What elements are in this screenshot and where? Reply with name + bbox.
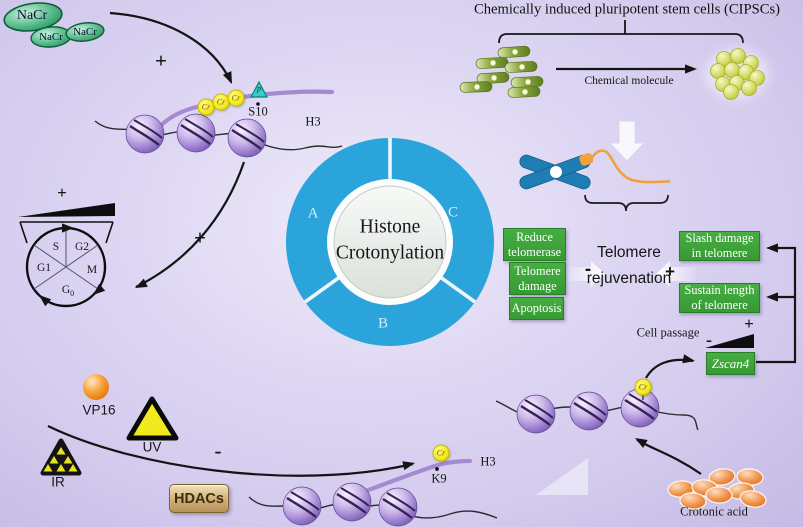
nacr-molecules — [3, 2, 105, 48]
ring-title-line2: Crotonylation — [335, 243, 445, 264]
inhibitor-icons — [40, 374, 179, 476]
phase-g0-label: G0 — [62, 284, 74, 298]
cell-passage-label: Cell passage — [636, 325, 700, 340]
ring-inner-disc — [333, 185, 447, 299]
phospho-label: P — [256, 85, 262, 95]
box-sustain-length: Sustain length of telomere — [679, 283, 760, 313]
cr-mark-3: Cr — [227, 89, 245, 107]
plus-sign-nacr: + — [155, 48, 167, 73]
s10-site-dot — [256, 102, 260, 106]
down-arrow — [608, 120, 646, 162]
nacr-label-small-2: NaCr — [73, 26, 97, 38]
arrow-cr-to-zscan4 — [645, 358, 694, 379]
cr-mark-k9: Cr — [432, 444, 450, 462]
box-zscan4: Zscan4 — [706, 352, 755, 375]
cipsc-bracket — [498, 20, 744, 44]
nacr-oval-small-2 — [65, 22, 105, 42]
h3-label-top: H3 — [305, 114, 321, 129]
cipsc-title: Chemically induced pluripotent stem cell… — [473, 1, 781, 18]
k9-site-dot — [435, 467, 439, 471]
cycle-spokes — [33, 228, 99, 290]
passage-plus-sign: + — [744, 314, 754, 333]
telomere-plus-sign: + — [665, 262, 675, 281]
ring-section-b-label: B — [377, 315, 389, 332]
ring-section-a-label: A — [307, 205, 319, 222]
uv-triangle-icon — [126, 396, 179, 441]
plus-sign-wedge-left: + — [57, 183, 67, 202]
ring-title: Histone Crotonylation — [336, 215, 444, 268]
zscan4-feedback-lines — [756, 246, 797, 364]
g0-base: G — [61, 283, 71, 296]
g0-subscript: 0 — [70, 289, 75, 299]
chemical-molecule-label: Chemical molecule — [584, 75, 674, 87]
cycle-bracket — [19, 221, 114, 244]
telomere-line2: rejuvenation — [586, 270, 672, 287]
passage-minus-sign: - — [706, 329, 712, 350]
crotonic-acid-label: Crotonic acid — [680, 504, 748, 519]
vp16-label: VP16 — [82, 402, 116, 418]
background-triangle-shape — [536, 458, 588, 495]
phase-s-label: S — [52, 241, 60, 253]
crotonic-acid-cells — [666, 466, 768, 511]
cipsc-panel — [459, 20, 769, 100]
phase-g1-label: G1 — [36, 262, 52, 274]
phospho-triangle — [250, 80, 268, 98]
cell-cycle-diagram — [18, 203, 115, 308]
box-slash-damage: Slash damage in telomere — [679, 231, 760, 261]
arrow-histone-to-cell-cycle — [135, 161, 246, 288]
telomere-minus-sign: - — [584, 259, 592, 280]
arrow-inhibitors-to-k9 — [47, 425, 414, 477]
central-ring — [286, 138, 494, 346]
telomere-rejuvenation-label: Telomere rejuvenation — [587, 240, 671, 292]
telomere-line1: Telomere — [597, 244, 661, 261]
h3-tail — [349, 458, 473, 499]
ir-hazard-pattern — [43, 447, 78, 472]
increase-wedge-left — [18, 203, 115, 217]
vp16-sphere — [83, 374, 109, 400]
telomere-strand — [587, 149, 671, 184]
phase-m-label: M — [86, 264, 98, 276]
cr-mark-zscan4: Cr — [634, 378, 652, 396]
minus-effect-arrow — [566, 261, 605, 287]
plus-sign-cell-cycle: + — [194, 225, 206, 250]
ir-label: IR — [51, 474, 65, 490]
nacr-label-large: NaCr — [16, 8, 48, 23]
nacr-label-small-1: NaCr — [39, 31, 63, 43]
arrow-crotonic-to-nucleosome — [636, 439, 702, 475]
fibroblast-cells — [459, 45, 544, 99]
chromosome-figure — [519, 149, 671, 212]
ring-title-line1: Histone — [359, 216, 421, 238]
box-telomere-damage: Telomere damage — [509, 262, 566, 295]
phase-g2-label: G2 — [74, 241, 90, 253]
centromere — [550, 166, 562, 178]
chromatin-bottom-right — [495, 387, 699, 435]
box-reduce-telomerase: Reduce telomerase — [503, 228, 566, 261]
uv-label: UV — [142, 439, 162, 455]
chromatin-bottom-center — [248, 458, 498, 527]
arrow-nacr-to-histone — [109, 11, 232, 83]
minus-sign-hdacs: - — [214, 438, 222, 463]
ir-triangle-icon — [40, 438, 82, 476]
box-apoptosis: Apoptosis — [509, 297, 564, 320]
hdacs-box: HDACs — [169, 484, 229, 513]
ring-section-c-label: C — [447, 204, 459, 221]
plus-effect-arrow — [656, 261, 696, 287]
h3-label-bottom: H3 — [480, 454, 496, 469]
nacr-oval-large — [3, 2, 63, 32]
increase-wedge-right — [705, 334, 754, 348]
s10-label: S10 — [248, 104, 268, 119]
k9-label: K9 — [431, 471, 447, 486]
ring-dividers — [303, 138, 477, 304]
telomere-underbrace — [584, 194, 669, 212]
